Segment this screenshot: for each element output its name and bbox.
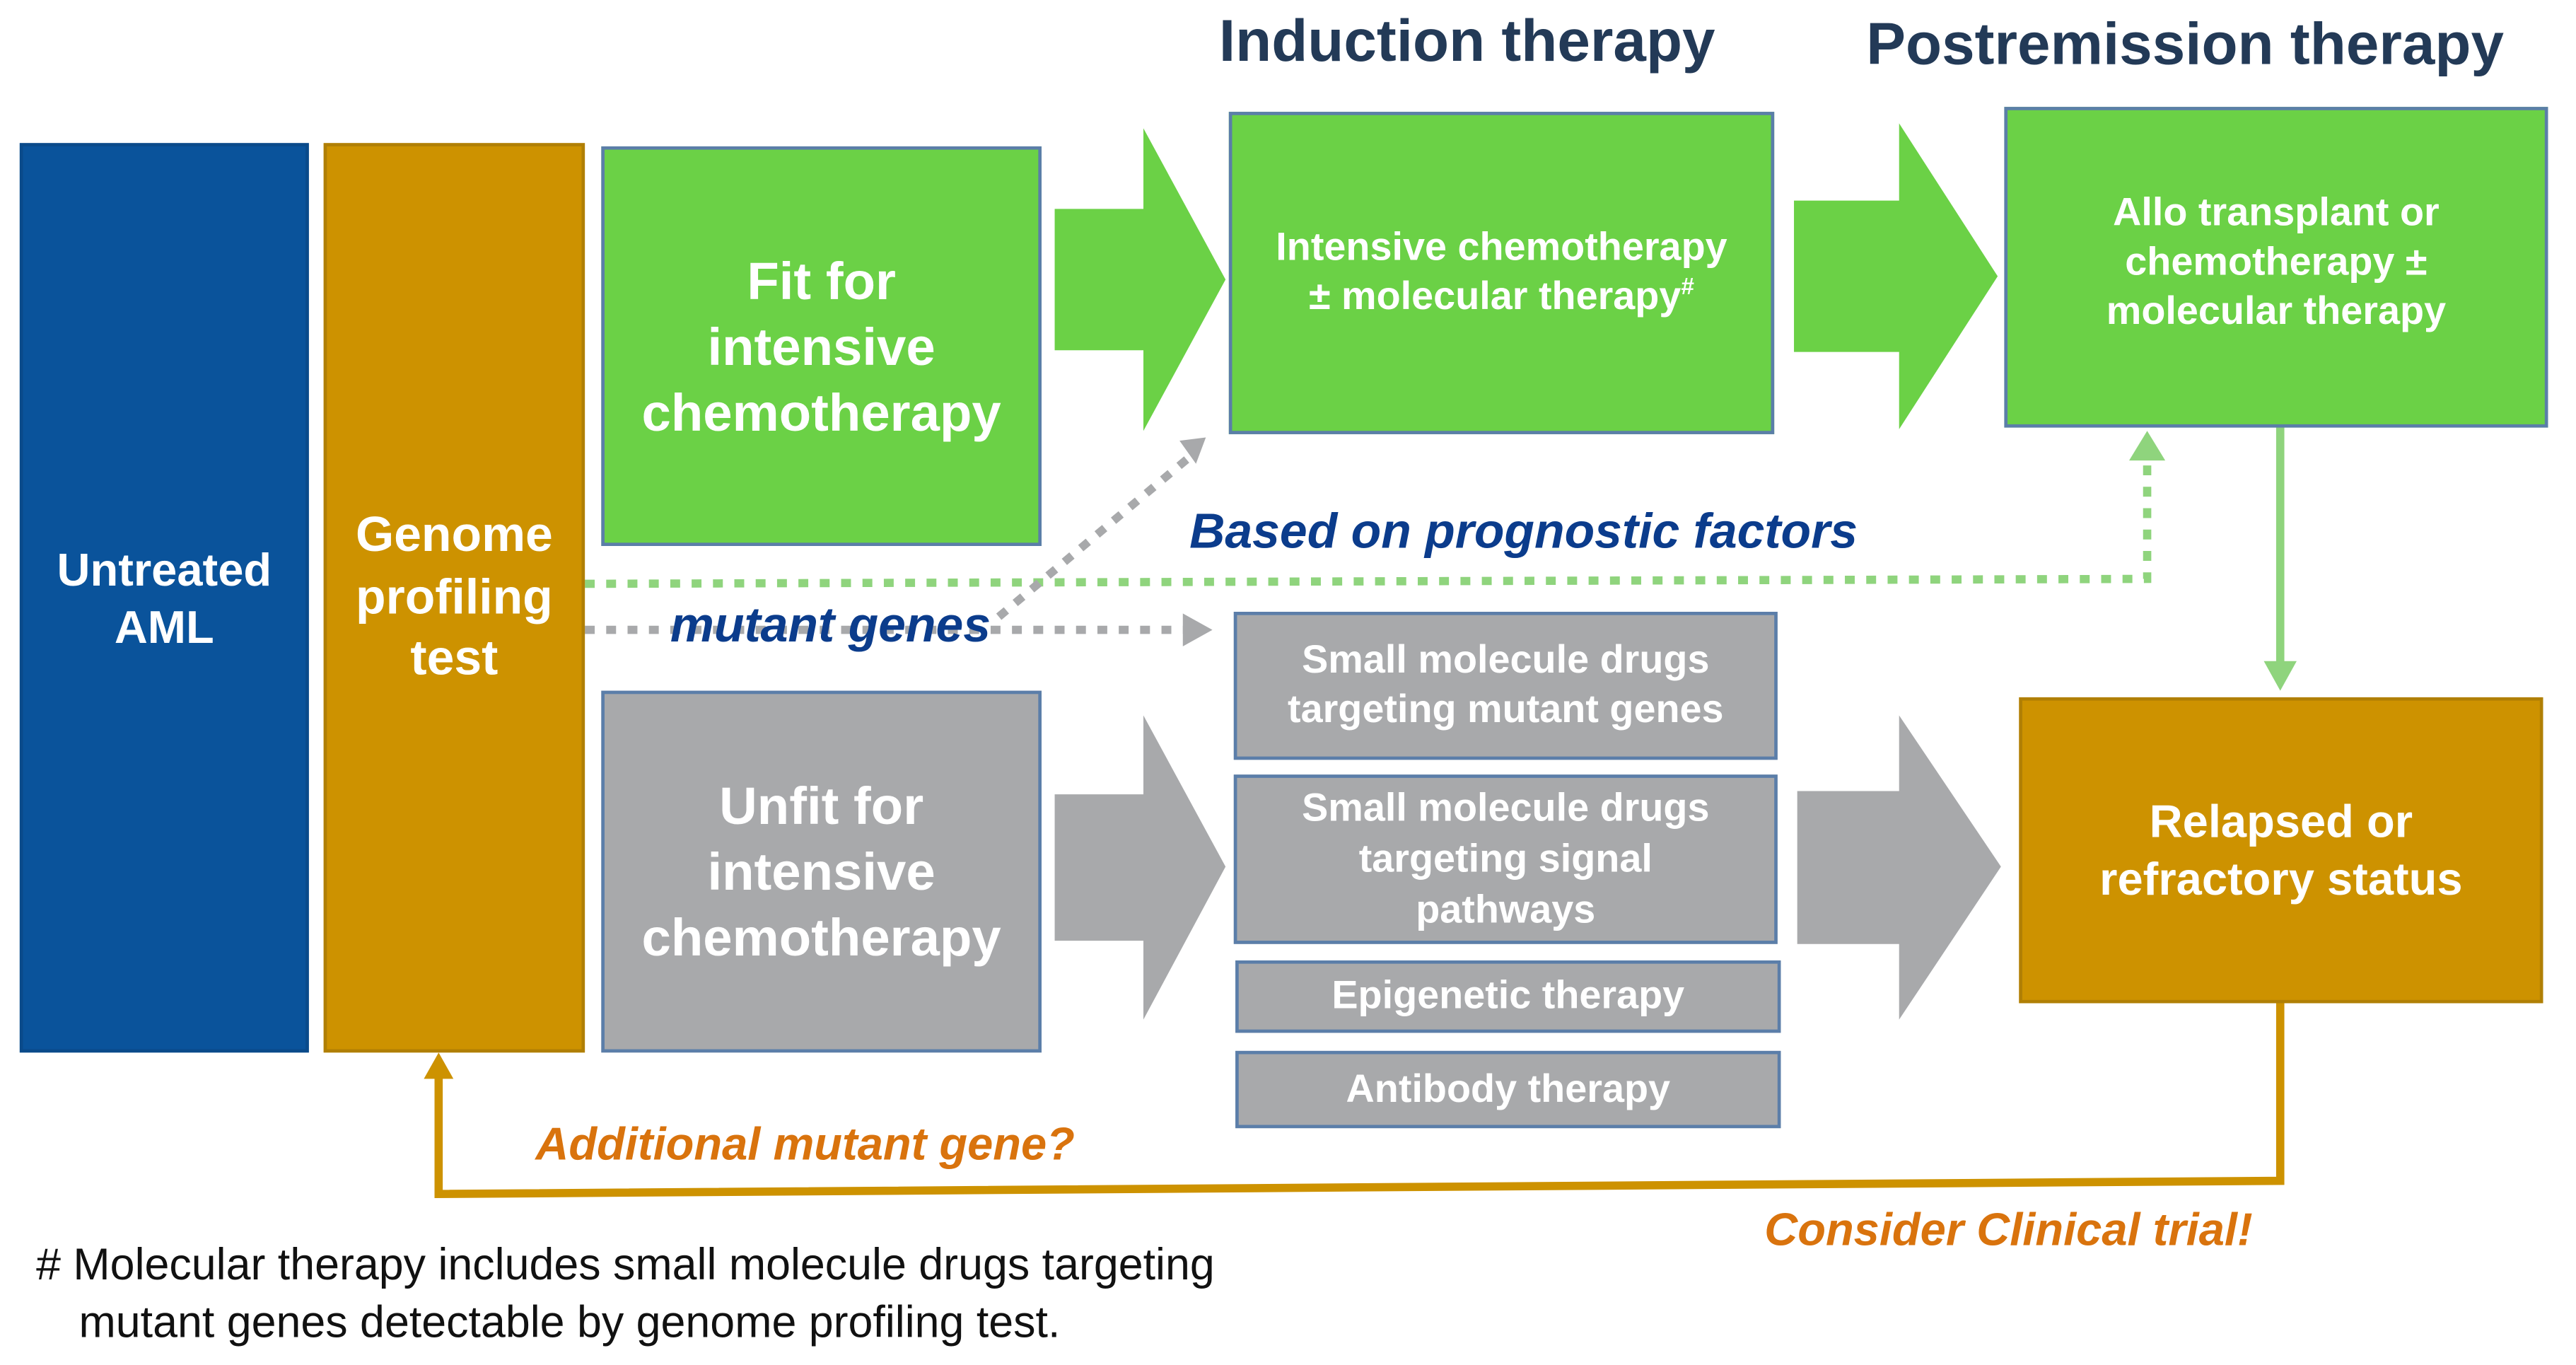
footnote-line-1: # Molecular therapy includes small molec… xyxy=(36,1240,1215,1290)
unfit-line-1: Unfit for xyxy=(719,776,924,836)
small-mutant-line-2: targeting mutant genes xyxy=(1288,687,1724,732)
mutant-genes-label: mutant genes xyxy=(670,598,991,654)
relapsed-refractory-box: Relapsed or refractory status xyxy=(2019,697,2543,1004)
prognostic-dotted-line xyxy=(585,453,2152,588)
intensive-line-2: ± molecular therapy xyxy=(1308,274,1682,320)
untreated-line-2: AML xyxy=(114,600,214,652)
arrow-unfit-to-drugs xyxy=(1054,715,1226,1020)
footnote: # Molecular therapy includes small molec… xyxy=(36,1237,1215,1352)
small-mutant-line-1: Small molecule drugs xyxy=(1302,638,1710,682)
antibody-label: Antibody therapy xyxy=(1346,1066,1671,1111)
genome-profiling-box: Genome profiling test xyxy=(323,143,585,1053)
footnote-line-2: mutant genes detectable by genome profil… xyxy=(78,1297,1061,1347)
antibody-therapy-box: Antibody therapy xyxy=(1235,1050,1781,1129)
diagonal-arrowhead xyxy=(1179,437,1206,464)
small-signal-line-2: targeting signal xyxy=(1358,837,1653,882)
clinical-trial-label: Consider Clinical trial! xyxy=(1764,1204,2253,1255)
feedback-loop-line xyxy=(434,1003,2285,1199)
fit-line-2: intensive xyxy=(707,316,936,376)
small-molecule-mutant-box: Small molecule drugs targeting mutant gen… xyxy=(1233,612,1778,760)
feedback-arrowhead xyxy=(424,1052,454,1079)
arrow-fit-to-induction xyxy=(1054,128,1226,431)
fit-line-3: chemotherapy xyxy=(641,382,1001,442)
genome-line-2: profiling xyxy=(355,570,553,625)
small-signal-line-3: pathways xyxy=(1416,888,1596,933)
footnote-mark: # xyxy=(1681,274,1695,301)
intensive-chemotherapy-box: Intensive chemotherapy± molecular therap… xyxy=(1228,112,1775,434)
arrow-induction-to-postremission xyxy=(1794,123,1998,429)
mutant-arrowhead xyxy=(1182,613,1213,646)
small-molecule-signal-box: Small molecule drugs targeting signal path… xyxy=(1233,774,1778,944)
prognostic-arrowhead xyxy=(2128,431,2166,461)
arrow-drugs-to-relapsed xyxy=(1797,715,2001,1020)
genome-line-1: Genome xyxy=(355,509,553,563)
allo-line-3: molecular therapy xyxy=(2106,289,2447,335)
intensive-line-1: Intensive chemotherapy xyxy=(1276,225,1727,270)
additional-mutant-gene-label: Additional mutant gene? xyxy=(535,1118,1075,1170)
untreated-line-1: Untreated xyxy=(57,543,272,595)
relapsed-line-1: Relapsed or xyxy=(2149,796,2413,847)
relapsed-arrowhead xyxy=(2263,661,2297,691)
allo-line-2: chemotherapy ± xyxy=(2125,240,2428,285)
allo-line-1: Allo transplant or xyxy=(2113,190,2440,236)
prognostic-factors-label: Based on prognostic factors xyxy=(1189,504,1858,559)
unfit-line-3: chemotherapy xyxy=(641,907,1001,968)
relapsed-line-2: refractory status xyxy=(2099,853,2463,905)
genome-line-3: test xyxy=(410,632,499,687)
small-signal-line-1: Small molecule drugs xyxy=(1302,785,1710,830)
unfit-line-2: intensive xyxy=(707,842,936,902)
epigenetic-label: Epigenetic therapy xyxy=(1331,973,1685,1018)
heading-induction-therapy: Induction therapy xyxy=(1218,6,1715,74)
epigenetic-therapy-box: Epigenetic therapy xyxy=(1235,960,1781,1033)
fit-line-1: Fit for xyxy=(747,250,896,310)
heading-postremission-therapy: Postremission therapy xyxy=(1866,9,2504,78)
